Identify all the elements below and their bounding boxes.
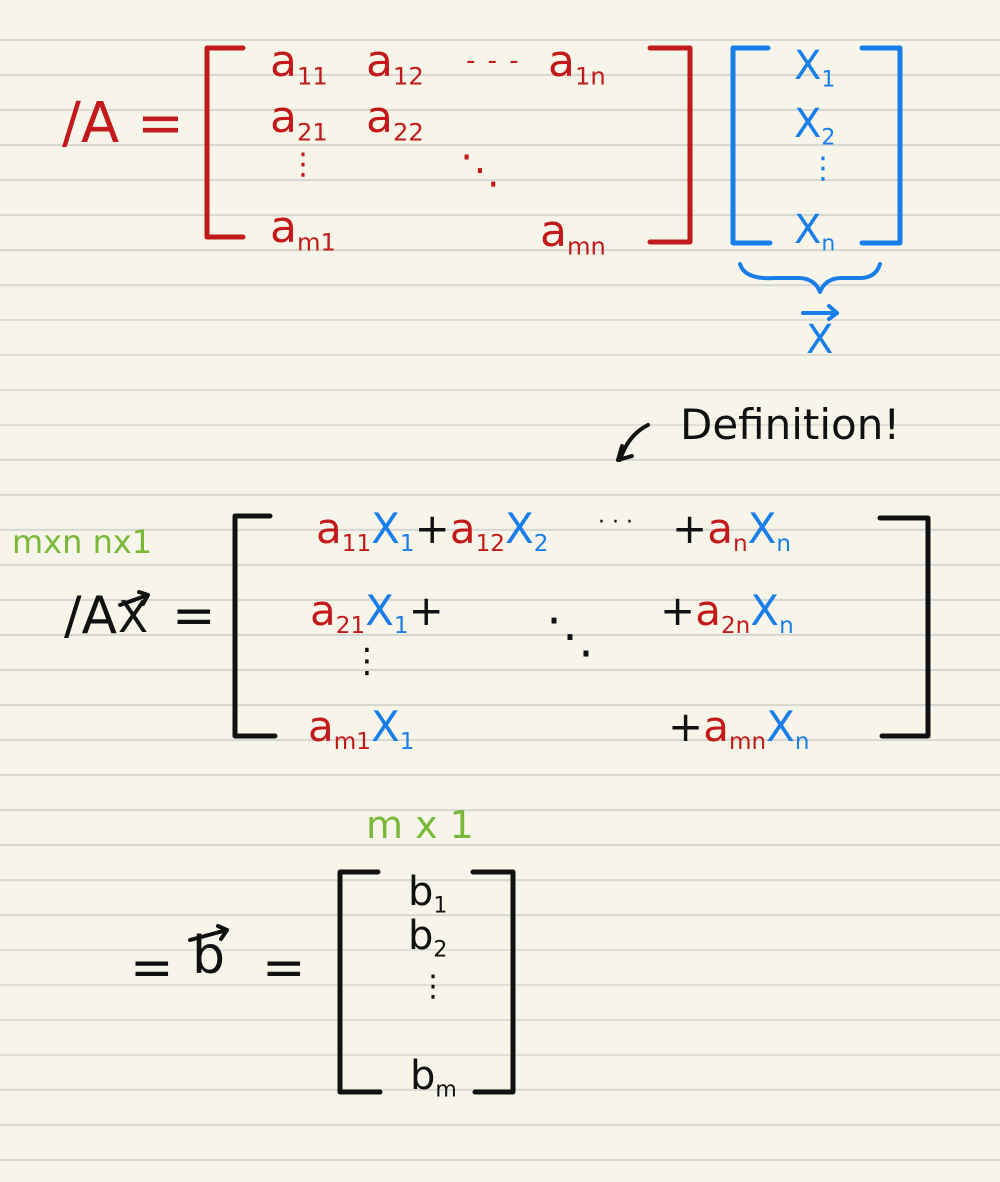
product-lhs-x: X [118,592,149,643]
vector-x-underbrace [738,262,882,294]
vector-b-right-bracket [470,869,516,1095]
entry-a12: a12 [366,36,424,91]
vector-x-left-bracket [730,45,773,246]
matrix-a-right-bracket [647,45,693,245]
vector-b-label: b [192,926,226,986]
product-equals: = [172,586,216,646]
vector-x-right-bracket [859,45,903,246]
vector-b-vdots: ⋮ [418,969,448,1004]
entry-a11: a11 [270,36,328,91]
product-row-1-dots: · · · [598,510,633,535]
vector-b-left-bracket [337,869,383,1095]
entry-a22: a22 [366,92,424,147]
entry-x1: X1 [794,43,836,93]
entry-b2: b2 [408,913,448,963]
product-row-1: a11X1+a12X2 [316,504,549,558]
vector-b-equals-2: = [262,938,306,998]
product-lhs-a: /A [64,586,118,646]
vector-b-arrow [188,924,229,942]
entry-bm: bm [410,1053,457,1103]
product-row-3-last: +amnXn [668,702,810,756]
matrix-a-left-bracket [204,45,246,240]
product-right-bracket [877,515,931,739]
definition-note: Definition! [680,400,901,449]
vector-x-label: X [806,317,834,363]
matrix-a-vdots: ⋮ [288,147,318,182]
vector-x-arrow [801,304,839,321]
vector-b-dims-label: m x 1 [366,803,474,847]
product-row-1-last: +anXn [672,504,792,558]
product-row-2-last: +a2nXn [660,586,794,640]
product-row-3: am1X1 [308,702,415,756]
entry-xn: Xn [794,207,836,257]
product-row-2: a21X1+ [310,586,444,640]
matrix-a-ddots: ⋱ [460,147,500,193]
entry-a1n: a1n [548,36,606,91]
entry-am1: am1 [270,202,336,257]
matrix-a-label: /A = [62,91,184,156]
entry-amn: amn [540,206,606,261]
product-x-arrow [118,590,150,607]
matrix-a-hdots: - - - [466,46,521,76]
vector-x-vdots: ⋮ [808,151,838,186]
product-ddots: ⋱ [546,608,594,664]
product-dims-label: mxn nx1 [12,523,153,561]
vector-b-equals-1: = [130,938,174,998]
product-vdots: ⋮ [350,641,384,681]
entry-b1: b1 [408,869,448,919]
definition-arrow [616,423,650,462]
entry-x2: X2 [794,101,836,151]
product-left-bracket [232,513,278,739]
entry-a21: a21 [270,92,328,147]
